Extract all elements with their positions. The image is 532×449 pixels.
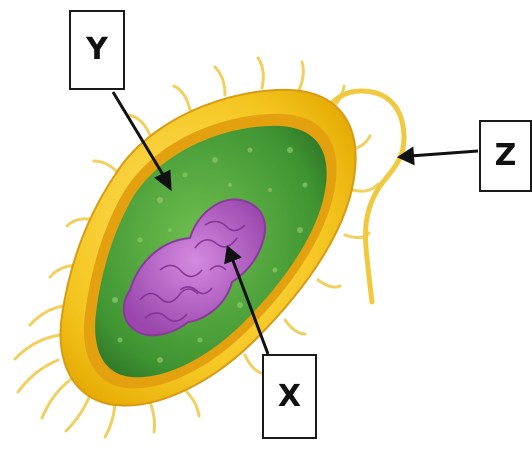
arrow-z xyxy=(410,151,478,156)
label-box-y: Y xyxy=(69,10,125,90)
label-z: Z xyxy=(495,141,517,171)
label-y: Y xyxy=(86,35,108,65)
label-box-x: X xyxy=(262,354,317,439)
label-x: X xyxy=(278,382,301,412)
label-box-z: Z xyxy=(479,120,532,192)
